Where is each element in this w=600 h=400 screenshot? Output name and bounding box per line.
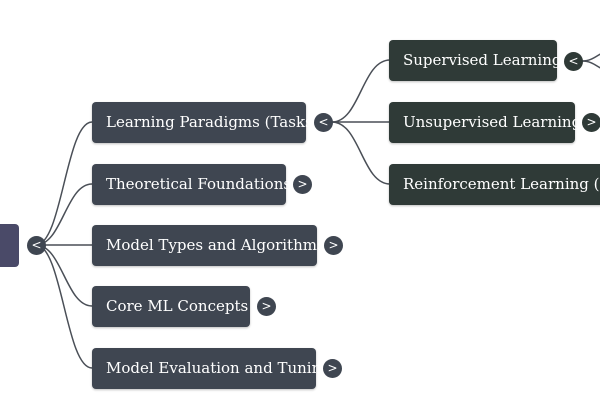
node-model-evaluation[interactable]: Model Evaluation and Tuning: [92, 348, 331, 389]
supervised-learning-collapse-toggle[interactable]: <: [564, 52, 583, 71]
edge-root-core-ml: [35, 244, 93, 307]
edge-paradigms-supervised: [331, 59, 391, 123]
edge-root-theoretical: [35, 183, 93, 246]
node-label: Core ML Concepts: [106, 297, 249, 315]
edge-root-paradigms: [35, 121, 93, 246]
model-evaluation-expand-toggle[interactable]: >: [323, 359, 342, 378]
edge-paradigms-rl: [331, 121, 391, 185]
node-label: Theoretical Foundations: [106, 175, 292, 193]
root-collapse-toggle[interactable]: <: [27, 236, 46, 255]
node-unsupervised-learning[interactable]: Unsupervised Learning: [389, 102, 581, 143]
core-ml-concepts-expand-toggle[interactable]: >: [257, 297, 276, 316]
node-reinforcement-learning[interactable]: Reinforcement Learning (RL): [389, 164, 600, 205]
node-label: Model Evaluation and Tuning: [106, 359, 331, 377]
node-label: Supervised Learning: [403, 51, 562, 69]
node-core-ml-concepts[interactable]: Core ML Concepts: [92, 286, 250, 327]
edge-supervised-child-1: [581, 53, 600, 62]
node-learning-paradigms[interactable]: Learning Paradigms (Tasks): [92, 102, 319, 143]
unsupervised-learning-expand-toggle[interactable]: >: [582, 113, 600, 132]
edge-root-evaluation: [35, 244, 93, 369]
node-label: Unsupervised Learning: [403, 113, 582, 131]
node-model-types[interactable]: Model Types and Algorithms: [92, 225, 325, 266]
node-label: Model Types and Algorithms: [106, 236, 325, 254]
model-types-expand-toggle[interactable]: >: [324, 236, 343, 255]
learning-paradigms-collapse-toggle[interactable]: <: [314, 113, 333, 132]
theoretical-foundations-expand-toggle[interactable]: >: [293, 175, 312, 194]
node-label: Reinforcement Learning (RL): [403, 175, 600, 193]
root-node[interactable]: [0, 224, 19, 267]
node-label: Learning Paradigms (Tasks): [106, 113, 319, 131]
edge-supervised-child-2: [581, 60, 600, 69]
node-theoretical-foundations[interactable]: Theoretical Foundations: [92, 164, 291, 205]
node-supervised-learning[interactable]: Supervised Learning: [389, 40, 561, 81]
